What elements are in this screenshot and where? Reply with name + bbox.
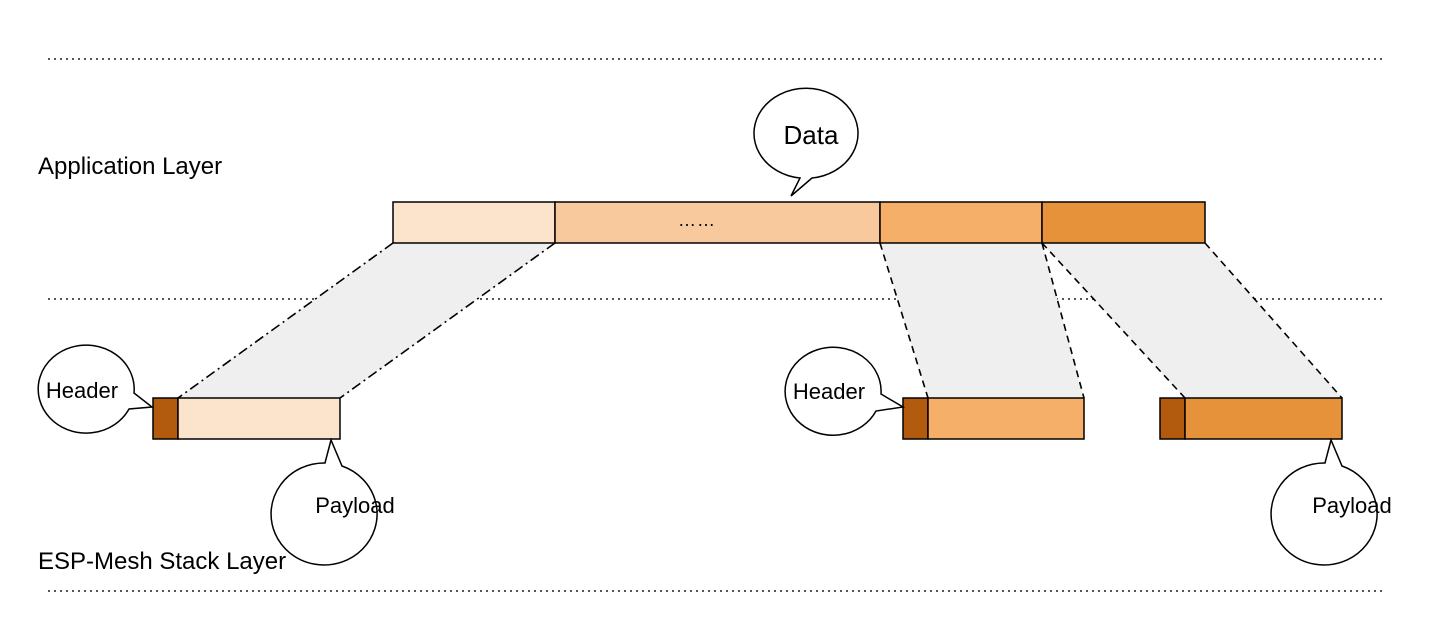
mesh-stack-layer-label: ESP-Mesh Stack Layer (38, 548, 286, 575)
data-callout-text: Data (784, 120, 839, 150)
projection-middle-edge-b (1041, 242, 1085, 399)
header-left-callout-text: Header (46, 378, 118, 403)
data-ellipsis: …… (678, 210, 716, 230)
projection-left-edge-b (339, 242, 556, 399)
projection-right-edge-b (1204, 242, 1343, 399)
payload-left-callout-bubble (270, 437, 378, 566)
packet-middle-header (902, 397, 929, 440)
header-right-callout-text: Header (793, 379, 865, 404)
projection-middle-edge-a (879, 242, 929, 399)
packet-right-header (1159, 397, 1186, 440)
packet-middle-payload (927, 397, 1085, 440)
projection-right (1042, 243, 1342, 398)
packet-right-payload (1184, 397, 1343, 440)
data-callout-bubble (753, 87, 859, 197)
data-segment-4 (1041, 201, 1206, 244)
data-segment-2 (554, 201, 881, 244)
data-segment-1 (392, 201, 556, 244)
payload-right-callout-bubble (1270, 437, 1378, 566)
data-segment-3 (879, 201, 1043, 244)
packet-left-header (152, 397, 179, 440)
header-left-callout-bubble (37, 344, 154, 434)
payload-left-callout-text: Payload (315, 493, 395, 518)
projection-left-edge-a (177, 242, 394, 399)
packet-left-payload (177, 397, 341, 440)
projection-middle (880, 243, 1084, 398)
payload-right-callout-text: Payload (1312, 493, 1392, 518)
application-layer-label: Application Layer (38, 153, 222, 180)
projection-left (178, 243, 555, 398)
header-right-callout-bubble (784, 346, 906, 437)
